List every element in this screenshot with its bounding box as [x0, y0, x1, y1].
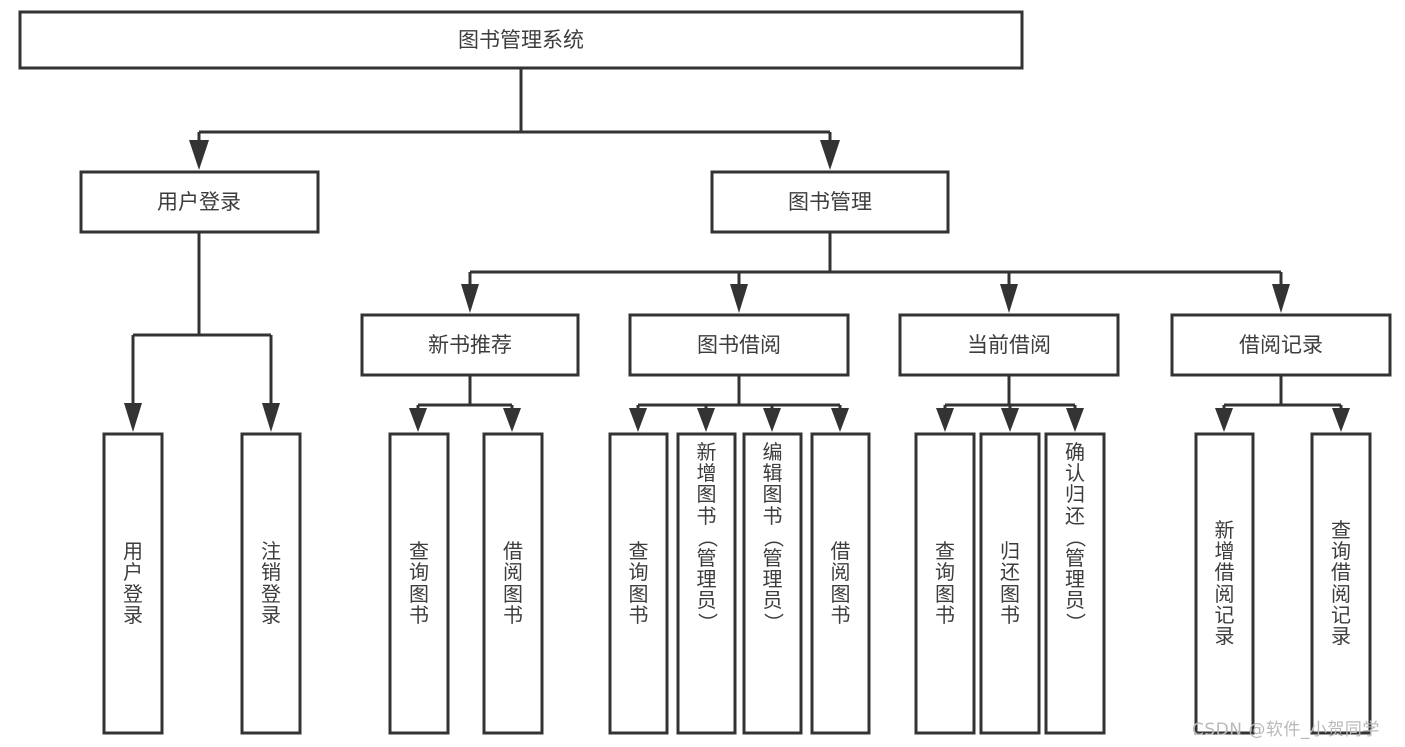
node-book-management-label: 图书管理 — [788, 190, 872, 214]
arrow-head-to-leaf-return-book — [1001, 408, 1019, 432]
node-current-borrow-label: 当前借阅 — [967, 333, 1051, 357]
arrow-head-to-user-login — [189, 140, 209, 170]
node-user-login-label: 用户登录 — [157, 190, 241, 214]
arrow-head-to-new-book-recommend — [461, 284, 479, 313]
node-borrow-record[interactable]: 借阅记录 — [1170, 313, 1392, 377]
arrow-head-to-leaf-borrow-book-2 — [831, 408, 849, 432]
leaf-box-add-borrow-record[interactable] — [1194, 432, 1255, 735]
node-root-book-management-system[interactable]: 图书管理系统 — [18, 10, 1024, 70]
arrow-head-to-book-borrow — [730, 284, 748, 313]
arrow-head-to-leaf-logout — [262, 403, 280, 432]
node-new-book-recommend-label: 新书推荐 — [428, 333, 512, 357]
arrow-head-to-leaf-query-book-2 — [629, 408, 647, 432]
leaf-box-query-book-2[interactable] — [608, 432, 669, 735]
arrow-head-to-leaf-add-borrow-record — [1215, 408, 1233, 432]
node-book-borrow[interactable]: 图书借阅 — [628, 313, 850, 377]
arrow-head-to-leaf-query-book-1 — [409, 408, 427, 432]
leaf-box-edit-book[interactable] — [742, 432, 803, 735]
node-book-management[interactable]: 图书管理 — [710, 170, 950, 234]
leaf-box-add-book[interactable] — [676, 432, 737, 735]
arrow-head-to-leaf-confirm-return — [1066, 408, 1084, 432]
node-current-borrow[interactable]: 当前借阅 — [898, 313, 1120, 377]
leaf-box-logout[interactable] — [240, 432, 302, 735]
node-book-borrow-label: 图书借阅 — [697, 333, 781, 357]
arrow-head-to-leaf-user-login — [124, 403, 142, 432]
arrow-head-to-leaf-add-book — [697, 408, 715, 432]
connector-layer — [124, 68, 1350, 432]
arrow-head-to-current-borrow — [1000, 284, 1018, 313]
leaf-box-return-book[interactable] — [979, 432, 1041, 735]
arrow-head-to-leaf-edit-book — [763, 408, 781, 432]
node-root-label: 图书管理系统 — [458, 28, 584, 52]
arrow-head-to-borrow-record — [1272, 284, 1290, 313]
leaf-box-confirm-return[interactable] — [1044, 432, 1106, 735]
leaf-box-query-borrow-record[interactable] — [1310, 432, 1372, 735]
node-user-login[interactable]: 用户登录 — [79, 170, 320, 234]
arrow-head-to-leaf-query-book-3 — [936, 408, 954, 432]
arrow-head-to-leaf-borrow-book-1 — [503, 408, 521, 432]
leaf-box-borrow-book-2[interactable] — [810, 432, 871, 735]
arrow-head-to-book-management — [820, 140, 840, 170]
leaf-box-query-book-3[interactable] — [914, 432, 976, 735]
leaf-box-borrow-book-1[interactable] — [482, 432, 544, 735]
arrow-head-to-leaf-query-borrow-record — [1332, 408, 1350, 432]
node-new-book-recommend[interactable]: 新书推荐 — [360, 313, 580, 377]
leaf-box-query-book-1[interactable] — [388, 432, 450, 735]
leaf-box-user-login[interactable] — [102, 432, 164, 735]
node-layer: 图书管理系统 用户登录 图书管理 新书推荐 图书借阅 当前 — [18, 10, 1392, 735]
node-borrow-record-label: 借阅记录 — [1239, 333, 1323, 357]
